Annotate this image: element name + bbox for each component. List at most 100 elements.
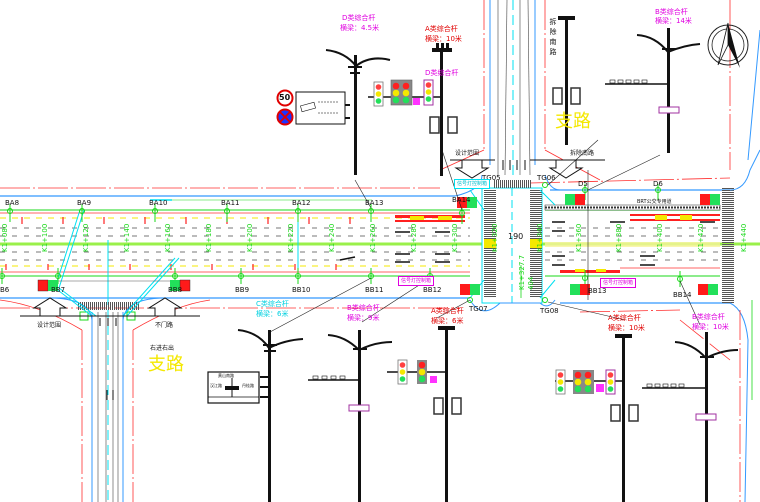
north-branch-name: 支路 [555,111,591,132]
arrow-se [147,297,183,317]
intersection-width-note: 404 [527,276,535,290]
pole-d-nw-type: D类综合杆 [342,14,376,22]
no-parking-sign [276,108,294,126]
pole-d-n-sub-type: D类综合杆 [425,69,459,77]
pole-b-ne [605,28,701,153]
chainage-center: K1+327.7 [518,255,526,290]
label-ba11: BA11 [221,199,240,207]
marker-ba9 [79,204,85,222]
markers [0,182,683,303]
label-ba14: BA14 [452,196,471,204]
label-tg06: TG06 [537,174,556,182]
pole-d-nw-arm: 横梁：4.5米 [340,24,380,32]
arrow-nw-text: 设计范围 [455,150,480,157]
west-approach-lane-arrows [339,231,450,263]
label-bb12: BB12 [423,286,442,294]
label-tg08: TG08 [540,307,559,315]
station-label: K1+340 [536,223,544,252]
pole-b-se [642,332,739,502]
station-label: K1+260 [369,223,377,252]
station-label: K1+300 [451,223,459,252]
marker-bb9 [238,268,244,284]
pole-c-sw-type: C类综合杆 [256,300,289,308]
pole-b-s-arm: 横梁：9米 [347,314,380,322]
marker-bb13 [582,270,588,286]
marker-tg07 [467,297,473,303]
bus-lane-label: BRT公交专用道 [637,199,672,205]
arrow-ne [530,159,605,179]
pole-c-sw-arm: 横梁：6米 [256,310,289,318]
marker-tg06 [542,182,548,188]
marker-bb10 [295,268,301,284]
pole-a-s-type: A类综合杆 [431,307,464,315]
signal-heads-north [373,79,458,134]
label-bb13: BB13 [588,287,607,295]
controller-box-label: 信号灯控制箱 [454,179,491,189]
controller-box-label: 信号灯控制箱 [600,278,637,288]
label-ba9: BA9 [77,199,92,207]
guide-sign-left: 汉江路 [210,383,222,388]
crosswalk-north [494,180,532,188]
station-label: K1+160 [164,223,172,252]
station-label: K1+180 [205,223,213,252]
station-label: K1+400 [656,223,664,252]
controller-box-label: 信号灯控制箱 [398,276,435,286]
label-tg07: TG07 [469,305,488,313]
label-tg05: TG05 [482,174,501,182]
crosswalk-east-far [722,188,734,303]
boundary-arrows [20,159,605,317]
label-bb9: BB9 [235,286,250,294]
label-bb14: BB14 [673,291,692,299]
pole-a-n-type: A类综合杆 [425,25,458,33]
guide-sign-right: 丹桂路 [242,383,254,388]
station-label: K1+100 [41,223,49,252]
speed-limit-sign [276,89,294,107]
pole-d-nw [325,49,391,175]
pole-a-se-type: A类综合杆 [608,314,641,322]
arrow-ne-text: 拆除南路 [570,150,595,157]
marker-ba8 [7,204,13,222]
marker-ba11 [224,204,230,222]
station-label: K1+380 [615,223,623,252]
south-lane-arrows [99,318,117,400]
north-branch-side-note: 拆除南路 [549,18,557,58]
station-label: K1+200 [246,223,254,252]
pole-b-s [308,330,393,502]
pole-b-s-type: B类综合杆 [347,304,380,312]
pole-a-se-arm: 横梁：10米 [608,324,645,332]
marker-bb6 [0,268,5,284]
station-label: K1+280 [410,223,418,252]
label-b6: B6 [0,286,10,294]
red-ticks-bottom [5,264,337,270]
marker-tg08 [542,297,548,303]
station-label: K1+440 [740,223,748,252]
stop-line-signals [37,194,720,295]
label-d5: D5 [578,180,588,188]
pole-n-branch [552,16,581,145]
label-ba10: BA10 [149,199,168,207]
intersection-box [454,149,760,502]
station-label: K1+360 [575,223,583,252]
station-label: K1+240 [328,223,336,252]
north-arrow-icon [707,22,749,68]
label-bb10: BB10 [292,286,311,294]
label-bb7: BB7 [51,286,66,294]
pole-b-se-arm: 横梁：10米 [692,323,729,331]
pole-a-s [387,326,462,502]
pole-b-ne-type: B类综合杆 [655,8,688,16]
pole-a-n-arm: 横梁：10米 [425,35,462,43]
station-label: K1+420 [697,223,705,252]
marker-ba13 [368,204,374,222]
arrow-sw-text: 设计范围 [37,322,62,329]
arrow-nw [450,159,495,179]
marker-bb11 [368,268,374,284]
pole-b-ne-arm: 横梁：14米 [655,17,692,25]
pole-a-se [555,334,639,502]
marker-ba10 [152,204,158,222]
station-label: K1+140 [123,223,131,252]
label-ba8: BA8 [5,199,20,207]
label-ba13: BA13 [365,199,384,207]
label-ba12: BA12 [292,199,311,207]
station-label: K1+320 [491,223,499,252]
